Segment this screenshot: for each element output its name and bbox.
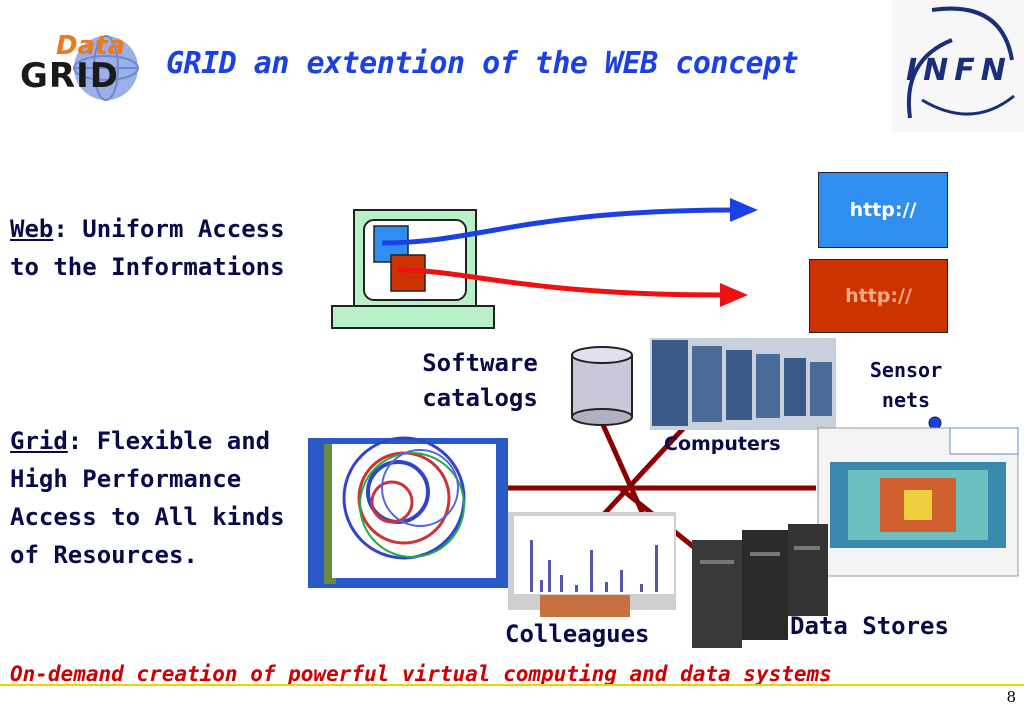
computers-picture [650,338,836,430]
event-display-picture [308,436,508,588]
blue-arrowhead [730,198,758,222]
http-red-label: http:// [845,285,912,307]
logo-grid-text: GRID [20,56,119,96]
red-arrow [397,267,729,298]
footer-tagline: On-demand creation of powerful virtual c… [10,662,832,686]
http-blue-label: http:// [849,199,917,221]
red-arrowhead [720,283,748,307]
grid-description: Grid: Flexible and High Performance Acce… [10,422,310,574]
data-stores-label: Data Stores [790,612,949,640]
software-catalogs-label: Software catalogs [422,349,538,412]
logo-data-text: Data [56,31,125,61]
infn-logo: INFN [892,0,1024,132]
page-title: GRID an extention of the WEB concept [166,46,799,81]
infn-text: INFN [906,53,1012,88]
data-stores-picture [692,524,828,648]
sensor-dot [928,416,942,430]
web-text: : Uniform Access to the Informations [10,215,285,281]
database-icon [571,346,633,426]
footer-divider [0,684,1024,686]
grid-keyword: Grid [10,427,68,455]
colleagues-label: Colleagues [505,620,650,648]
web-keyword: Web [10,215,54,243]
sensor-nets-label: Sensor nets [869,358,943,412]
web-description: Web: Uniform Access to the Informations [10,210,310,286]
grid-text: : Flexible and High Performance Access t… [10,427,285,569]
http-box-blue: http:// [818,172,948,248]
datagrid-logo: Data GRID [20,31,139,101]
blue-arrow [381,207,741,246]
detector-picture [817,427,1019,577]
computers-label: Computers [664,433,781,455]
http-box-red: http:// [809,259,948,333]
page-number: 8 [1006,688,1016,706]
histogram-picture [508,512,676,617]
